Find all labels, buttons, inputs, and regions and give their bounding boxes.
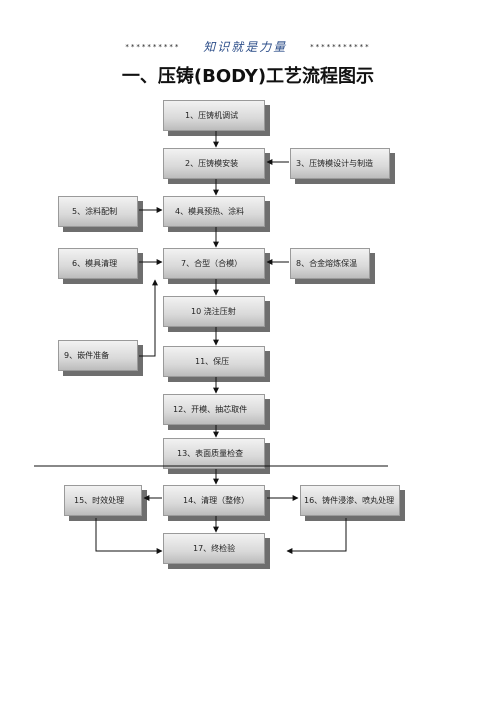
- step-13-box: 13、表面质量检查: [163, 438, 270, 474]
- page-header: ********** 知识就是力量 ***********: [0, 38, 496, 54]
- step-14-box: 14、清理（整修）: [163, 485, 270, 521]
- step-11-box: 11、保压: [163, 346, 270, 382]
- header-tagline: 知识就是力量: [203, 40, 288, 54]
- step-5-label: 5、涂料配制: [72, 207, 118, 216]
- step-16-label: 16、铸件浸渗、喷丸处理: [304, 496, 395, 505]
- step-15-label: 15、时效处理: [74, 496, 125, 505]
- step-4-box: 4、模具预热、涂料: [163, 196, 270, 232]
- arrow-16-17: [286, 518, 347, 554]
- step-10-box: 10 浇注压射: [163, 296, 270, 332]
- step-10-label: 10 浇注压射: [191, 307, 236, 316]
- step-8-box: 8、合金熔炼保温: [290, 248, 375, 284]
- step-12-label: 12、开模、抽芯取件: [173, 405, 248, 414]
- step-3-box: 3、压铸模设计与制造: [290, 148, 395, 184]
- step-2-box: 2、压铸模安装: [163, 148, 270, 184]
- step-5-box: 5、涂料配制: [58, 196, 143, 232]
- step-9-box: 9、嵌件准备: [58, 340, 143, 376]
- step-12-box: 12、开模、抽芯取件: [163, 394, 270, 430]
- header-stars-right: ***********: [310, 42, 371, 51]
- header-stars-left: **********: [125, 42, 181, 51]
- step-17-box: 17、终检验: [163, 533, 270, 569]
- step-7-box: 7、合型（合模）: [163, 248, 270, 284]
- step-6-label: 6、模具清理: [72, 259, 118, 268]
- step-1-label: 1、压铸机调试: [185, 111, 239, 120]
- step-16-box: 16、铸件浸渗、喷丸处理: [300, 485, 405, 521]
- step-6-box: 6、模具清理: [58, 248, 143, 284]
- step-17-label: 17、终检验: [193, 544, 236, 553]
- step-11-label: 11、保压: [195, 357, 230, 366]
- step-7-label: 7、合型（合模）: [181, 259, 243, 268]
- step-15-box: 15、时效处理: [64, 485, 147, 521]
- step-14-label: 14、清理（整修）: [183, 496, 250, 505]
- step-1-box: 1、压铸机调试: [163, 100, 270, 136]
- step-8-label: 8、合金熔炼保温: [296, 259, 358, 268]
- step-13-label: 13、表面质量检查: [177, 449, 244, 458]
- step-4-label: 4、模具预热、涂料: [175, 207, 245, 216]
- step-9-label: 9、嵌件准备: [64, 351, 110, 360]
- arrow-15-17: [95, 518, 163, 554]
- step-2-label: 2、压铸模安装: [185, 159, 239, 168]
- step-3-label: 3、压铸模设计与制造: [296, 159, 374, 168]
- page-title: 一、压铸(BODY)工艺流程图示: [121, 66, 375, 87]
